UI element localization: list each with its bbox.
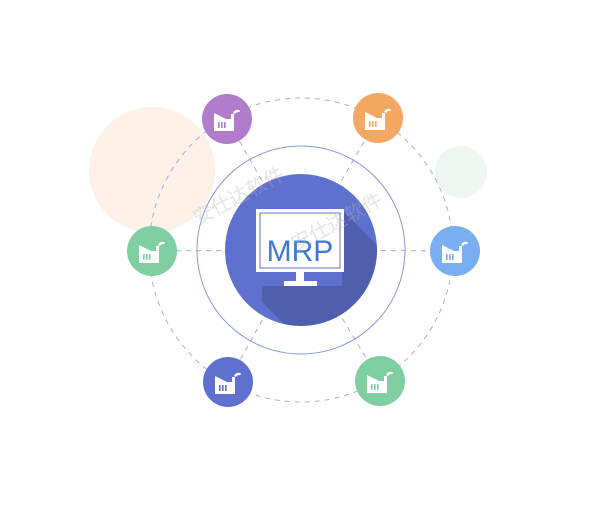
factory-node-purple <box>202 94 252 144</box>
center-label: MRP <box>267 235 334 268</box>
factory-icon <box>442 241 468 263</box>
factory-icon <box>367 371 393 393</box>
factory-node-navy-bottom <box>203 357 253 407</box>
factory-node-orange <box>353 93 403 143</box>
peach-blob <box>89 107 215 233</box>
factory-node-blue-right <box>430 226 480 276</box>
inner-ring <box>196 145 406 355</box>
factory-node-green-bottom <box>355 356 405 406</box>
center-circle: MRP <box>225 174 377 326</box>
factory-icon <box>139 241 165 263</box>
factory-icon <box>214 109 240 131</box>
factory-node-green-left <box>127 226 177 276</box>
factory-icon <box>215 372 241 394</box>
monitor-icon <box>256 209 344 286</box>
factory-icon <box>365 108 391 130</box>
factory-nodes <box>127 93 480 407</box>
mint-blob <box>435 146 487 198</box>
